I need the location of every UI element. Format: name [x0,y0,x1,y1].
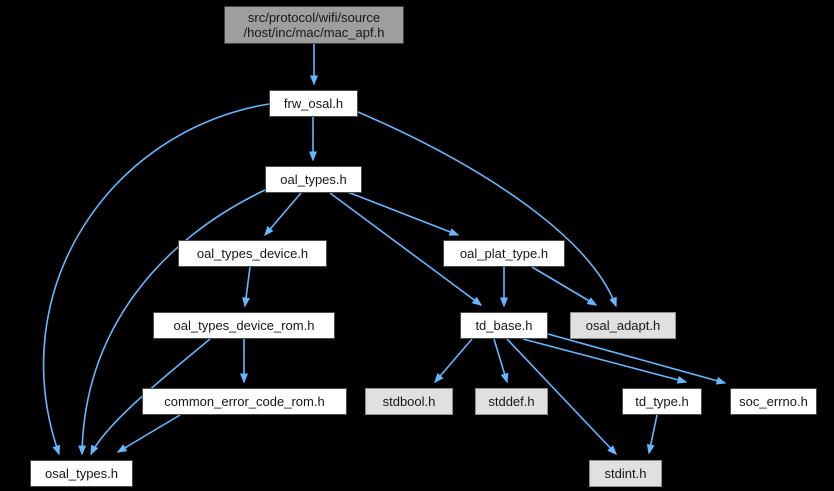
node-common-error-code-rom[interactable]: common_error_code_rom.h [142,388,347,415]
node-mac-apf: src/protocol/wifi/source /host/inc/mac/m… [224,6,404,44]
node-td-type[interactable]: td_type.h [622,388,702,415]
node-osal-adapt: osal_adapt.h [570,312,676,339]
edge-oal_types-to-osal_types [78,189,266,456]
edge-oal_types-to-td_base [329,192,483,306]
edge-frw_osal-to-osal_adapt [357,111,617,308]
node-oal-types[interactable]: oal_types.h [265,166,362,193]
edge-td_base-to-soc_errno [547,333,727,385]
node-td-base[interactable]: td_base.h [460,312,548,339]
node-oal-types-device[interactable]: oal_types_device.h [178,240,327,267]
edge-td_base-to-stdint [506,338,618,456]
edge-common_error_code_rom-to-osal_types [116,414,181,453]
edge-td_base-to-stdbool [434,338,473,384]
edge-oal_types-to-oal_types_device [264,192,302,237]
edge-oal_types_device_rom-to-osal_types [90,338,211,456]
node-oal-plat-type[interactable]: oal_plat_type.h [443,240,565,267]
edge-frw_osal-to-osal_types [42,103,270,456]
edge-oal_types_device-to-oal_types_device_rom [242,266,251,308]
edge-td_type-to-stdint [646,414,658,455]
node-stdbool: stdbool.h [365,388,453,415]
edge-oal_types-to-oal_plat_type [344,190,460,236]
node-stddef: stddef.h [475,388,548,415]
edge-td_base-to-stddef [493,338,509,384]
node-oal-types-device-rom[interactable]: oal_types_device_rom.h [153,312,335,339]
edge-oal_plat_type-to-osal_adapt [531,266,598,306]
node-stdint: stdint.h [589,460,662,487]
node-frw-osal[interactable]: frw_osal.h [269,90,358,117]
node-soc-errno[interactable]: soc_errno.h [730,388,817,415]
node-osal-types[interactable]: osal_types.h [30,460,133,487]
edge-td_base-to-td_type [522,338,688,384]
